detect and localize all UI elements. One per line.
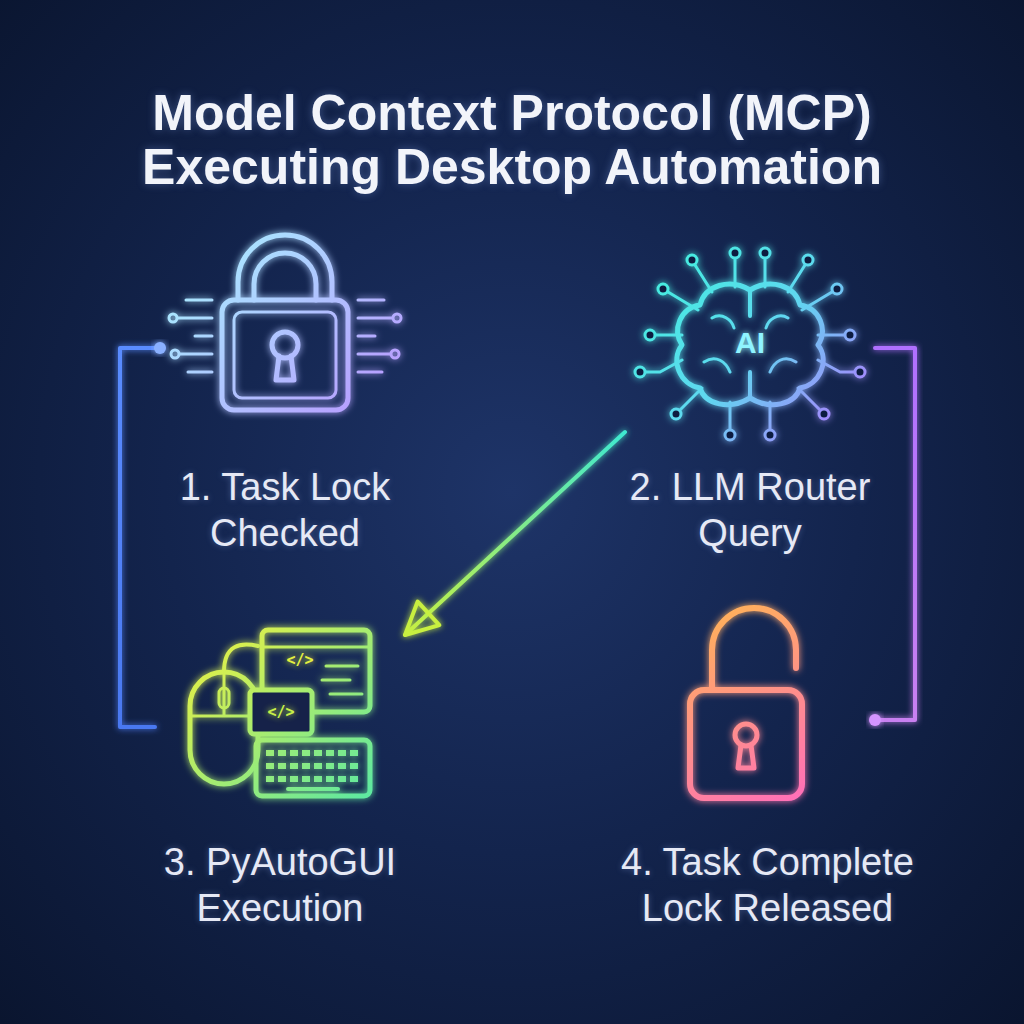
ai-brain-icon: [658, 284, 668, 294]
unlocked-padlock-icon: [712, 608, 796, 690]
icon-step-node: 4. Task Complete Lock Released: [660, 615, 875, 935]
code-symbol: </>: [267, 703, 294, 721]
connector-dot: [154, 342, 166, 354]
icon-step-node: 3. PyAutoGUI Execution: [155, 615, 405, 935]
locked-padlock-icon: [391, 350, 399, 358]
locked-padlock-icon: [358, 300, 392, 372]
locked-padlock-icon: [222, 300, 348, 410]
ai-brain-icon: [671, 409, 681, 419]
ai-brain-icon: [635, 367, 645, 377]
node-text-group: 1. Task Lock Checked: [120, 464, 450, 556]
ai-brain-icon: [765, 430, 775, 440]
ai-brain-icon: [635, 248, 865, 440]
mouse-keyboard-code-icon: [256, 740, 370, 796]
locked-padlock-icon: [393, 314, 401, 322]
unlocked-padlock-icon: [735, 724, 757, 746]
ai-brain-icon: [725, 430, 735, 440]
ai-brain-icon: [819, 409, 829, 419]
unlocked-padlock-icon: [738, 745, 754, 768]
mouse-keyboard-code-icon: [224, 645, 258, 672]
ai-brain-icon: [845, 330, 855, 340]
flow-arrow: [405, 725, 660, 729]
unlocked-padlock-icon: [690, 690, 802, 798]
locked-padlock-icon: [276, 356, 294, 380]
mouse-keyboard-code-icon: [262, 646, 370, 649]
ai-brain-icon: [645, 330, 655, 340]
node-text-group: 4. Task Complete Lock Released: [603, 839, 933, 931]
locked-padlock-icon: [234, 312, 336, 398]
locked-padlock-icon: [171, 350, 179, 358]
connector-dot: [869, 714, 881, 726]
step-label: 4. Task Complete Lock Released: [603, 839, 933, 931]
locked-padlock-icon: [272, 332, 298, 358]
icon-step-node: 2. LLM Router Query: [625, 240, 875, 560]
step-label: 3. PyAutoGUI Execution: [115, 839, 445, 931]
ai-brain-icon: [832, 284, 842, 294]
mouse-keyboard-code-icon: [190, 630, 370, 796]
loop-connector: [875, 348, 915, 720]
ai-brain-icon: [730, 248, 740, 258]
locked-padlock-icon: [238, 235, 332, 300]
ai-brain-icon: [855, 367, 865, 377]
brain-icon-text: AI: [735, 326, 765, 360]
icon-step-node: 1. Task Lock Checked: [160, 240, 410, 560]
code-symbol: </>: [286, 651, 313, 669]
locked-padlock-icon: [178, 300, 212, 372]
locked-padlock-icon: [169, 235, 401, 410]
mouse-keyboard-code-icon: [322, 666, 362, 694]
mouse-keyboard-code-icon: [266, 753, 362, 779]
locked-padlock-icon: [254, 253, 316, 300]
ai-brain-icon: [803, 255, 813, 265]
mouse-keyboard-code-icon: [250, 690, 312, 734]
step-label: 1. Task Lock Checked: [120, 464, 450, 556]
ai-brain-icon: [645, 258, 855, 430]
unlocked-padlock-icon: [690, 608, 802, 798]
loop-connector: [120, 348, 160, 727]
step-label: 2. LLM Router Query: [585, 464, 915, 556]
node-text-group: 3. PyAutoGUI Execution: [115, 839, 445, 931]
flow-arrow: [405, 432, 625, 635]
ai-brain-icon: [760, 248, 770, 258]
node-text-group: 2. LLM Router Query: [585, 464, 915, 556]
locked-padlock-icon: [169, 314, 177, 322]
mouse-keyboard-code-icon: [288, 787, 338, 791]
ai-brain-icon: [635, 248, 865, 440]
ai-brain-icon: [687, 255, 697, 265]
ai-brain-icon: [704, 316, 796, 372]
mouse-keyboard-code-icon: [219, 688, 229, 708]
diagram-title: Model Context Protocol (MCP) Executing D…: [112, 86, 912, 194]
flow-arrow: [410, 348, 625, 352]
